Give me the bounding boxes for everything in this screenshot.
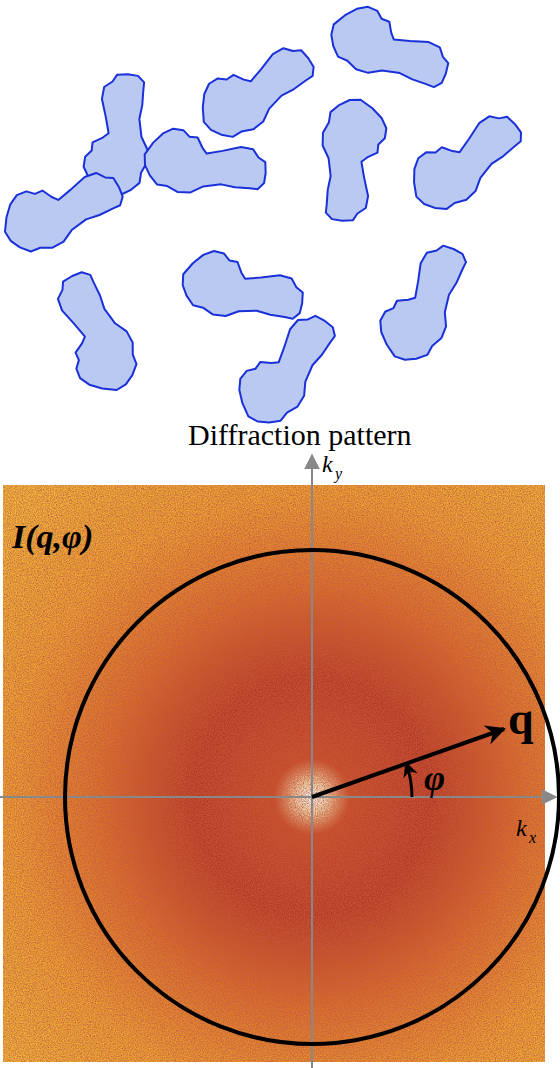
diffraction-image <box>3 485 545 1062</box>
phi-label: φ <box>424 760 445 796</box>
q-vector <box>312 729 504 797</box>
kx-axis <box>0 796 556 798</box>
q-label: q <box>508 696 534 742</box>
particles <box>0 0 537 435</box>
intensity-label: I(q,φ) <box>12 520 93 554</box>
axis-label: k <box>322 452 333 476</box>
phi-arc <box>406 763 412 797</box>
q-circle <box>65 550 559 1044</box>
axis-subscript: y <box>335 466 342 482</box>
ky-axis <box>311 455 313 1068</box>
axis-subscript: x <box>529 830 536 846</box>
axis-label: k <box>516 816 527 840</box>
heading: Diffraction pattern <box>188 420 412 450</box>
